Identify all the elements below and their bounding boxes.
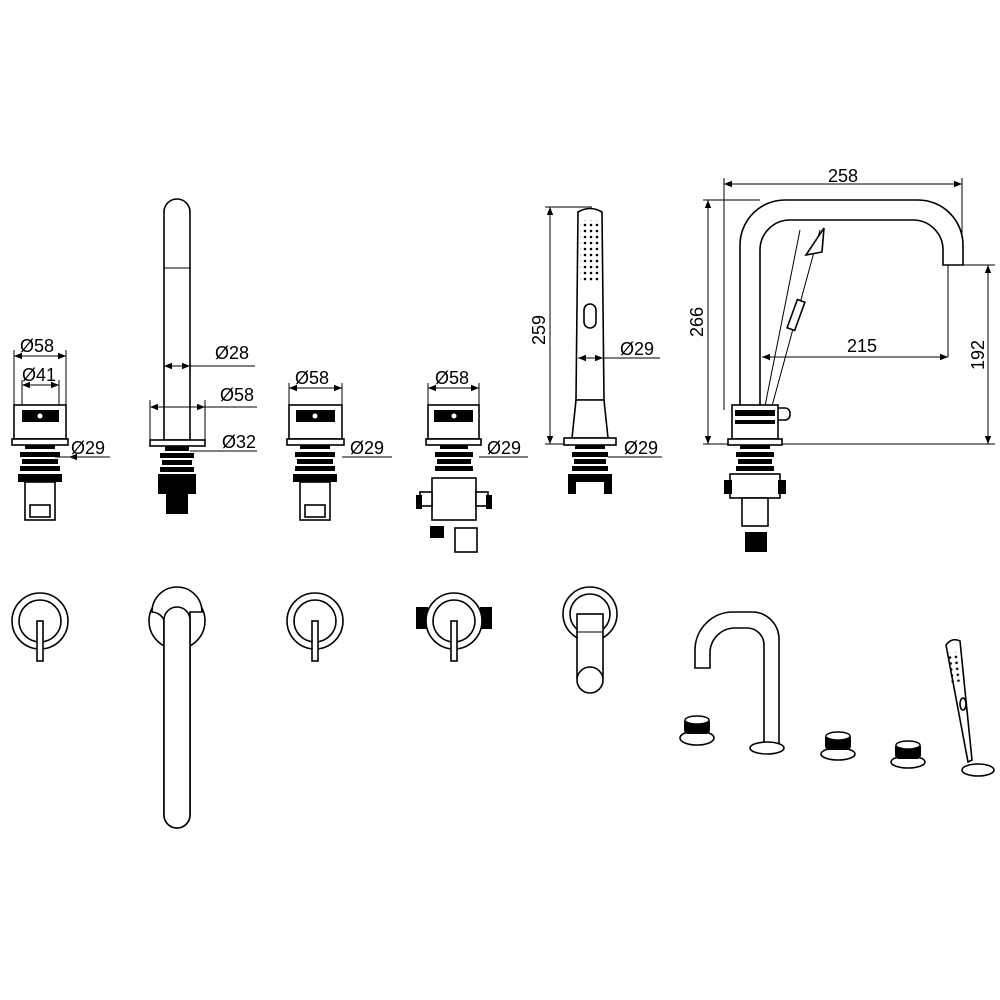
c6-width-dimension: 258 [828, 166, 858, 186]
top-view-valve-1 [11, 592, 69, 662]
c1-base-dimension: Ø29 [71, 438, 105, 458]
component-5-handshower-side: 259 Ø29 Ø29 [529, 206, 662, 494]
perspective-handshower [945, 638, 995, 777]
perspective-handle-left [679, 715, 715, 746]
c2-base-dimension: Ø32 [222, 432, 256, 452]
c2-top-dimension: Ø28 [215, 343, 249, 363]
perspective-handle-center [820, 731, 856, 761]
perspective-handle-right [890, 740, 926, 769]
c3-top-dimension: Ø58 [295, 368, 329, 388]
c5-base-dimension: Ø29 [624, 438, 658, 458]
component-1-valve-side: Ø58 Ø41 Ø29 [11, 336, 110, 521]
c2-mid-dimension: Ø58 [220, 385, 254, 405]
top-view-spout [148, 586, 206, 829]
c6-spout-height-dimension: 192 [968, 340, 988, 370]
c5-height-dimension: 259 [529, 315, 549, 345]
c6-reach-dimension: 215 [847, 336, 877, 356]
top-view-valve-2 [286, 592, 344, 662]
c3-base-dimension: Ø29 [350, 438, 384, 458]
c6-height-dimension: 266 [687, 307, 707, 337]
c1-mid-dimension: Ø41 [22, 365, 56, 385]
component-4-diverter-side: Ø58 Ø29 [416, 368, 528, 553]
top-view-handshower [562, 586, 618, 694]
top-view-diverter [416, 592, 492, 662]
component-3-valve-side: Ø58 Ø29 [286, 368, 392, 521]
perspective-view-set [679, 611, 995, 777]
c5-mid-dimension: Ø29 [620, 339, 654, 359]
component-6-bathspout-side: 258 266 215 192 [687, 166, 995, 552]
perspective-spout [694, 611, 785, 755]
c1-top-dimension: Ø58 [20, 336, 54, 356]
component-2-spout-side: Ø28 Ø58 Ø32 [149, 198, 257, 514]
c4-top-dimension: Ø58 [435, 368, 469, 388]
c4-base-dimension: Ø29 [487, 438, 521, 458]
